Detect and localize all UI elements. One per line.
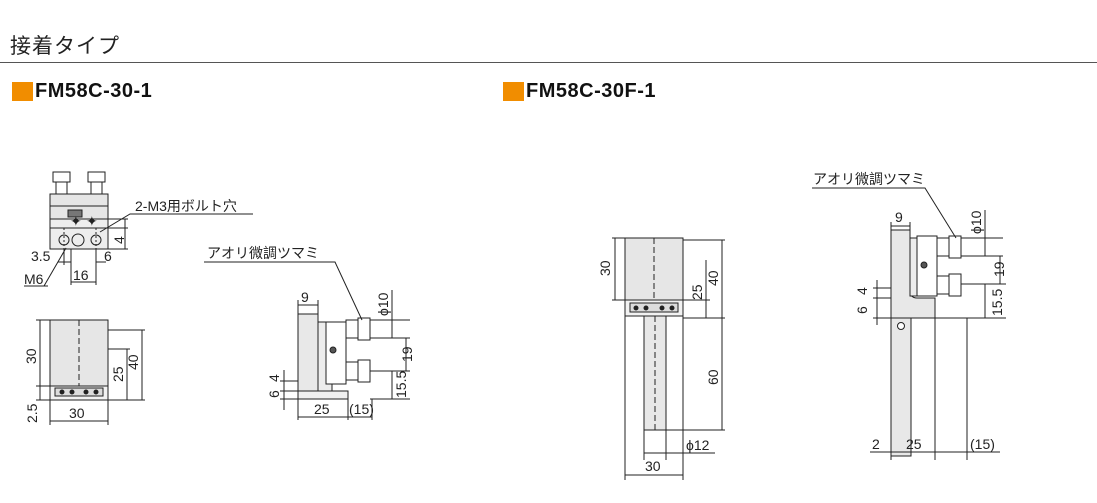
dim-9-b: 9 [895, 209, 903, 225]
dim-25-d: 25 [906, 436, 922, 452]
thread-m6: M6 [24, 271, 44, 287]
side-view-2 [812, 187, 1006, 460]
dim-6: 6 [104, 248, 112, 264]
front-view-2 [612, 237, 725, 480]
dim-4-c: 4 [854, 287, 870, 295]
dim-60: 60 [705, 369, 721, 385]
dim-30-a: 30 [23, 348, 39, 364]
orange-square-icon [503, 81, 524, 101]
dim-15p-a: (15) [349, 401, 374, 417]
side-view-1 [204, 261, 410, 420]
dim-4-b: 4 [266, 374, 282, 382]
orange-square-icon [12, 81, 33, 101]
dim-30-d: 30 [645, 458, 661, 474]
product-heading-2: FM58C-30F-1 [503, 80, 656, 102]
dim-6-b: 6 [266, 390, 282, 398]
dim-19-a: 19 [399, 346, 415, 362]
dim-15p-b: (15) [970, 436, 995, 452]
svg-text:✦: ✦ [86, 213, 98, 229]
front-view-1 [36, 319, 145, 425]
dim-30-c: 30 [597, 260, 613, 276]
section-title: 接着タイプ [10, 35, 120, 58]
dim-6-c: 6 [854, 306, 870, 314]
dim-2-5: 2.5 [24, 403, 40, 423]
dim-phi12: ϕ12 [686, 437, 710, 453]
dim-9-a: 9 [301, 289, 309, 305]
dim-25-c: 25 [689, 284, 705, 300]
knob-label-2: アオリ微調ツマミ [813, 171, 925, 187]
dim-15-5-b: 15.5 [989, 289, 1005, 316]
top-view-1: ✦ ✦ [24, 171, 253, 287]
dim-40-c: 40 [705, 270, 721, 286]
product-model-1: FM58C-30-1 [35, 79, 153, 102]
bolt-hole-label: 2-M3用ボルト穴 [135, 198, 237, 214]
dim-19-b: 19 [991, 261, 1007, 277]
knob-label-1: アオリ微調ツマミ [207, 245, 319, 261]
dim-phi10-a: ϕ10 [375, 292, 391, 316]
dim-3-5: 3.5 [31, 248, 51, 264]
dim-4: 4 [111, 236, 127, 244]
dim-30-b: 30 [69, 405, 85, 421]
dim-40-a: 40 [125, 354, 141, 370]
dim-15-5-a: 15.5 [393, 371, 409, 398]
product-model-2: FM58C-30F-1 [526, 79, 656, 102]
dim-phi10-b: ϕ10 [968, 210, 984, 234]
svg-text:✦: ✦ [70, 213, 82, 229]
dim-25-b: 25 [314, 401, 330, 417]
product-heading-1: FM58C-30-1 [12, 80, 152, 102]
dim-25-a: 25 [110, 366, 126, 382]
dim-16: 16 [73, 267, 89, 283]
dim-2: 2 [872, 436, 880, 452]
section-divider [0, 62, 1097, 63]
